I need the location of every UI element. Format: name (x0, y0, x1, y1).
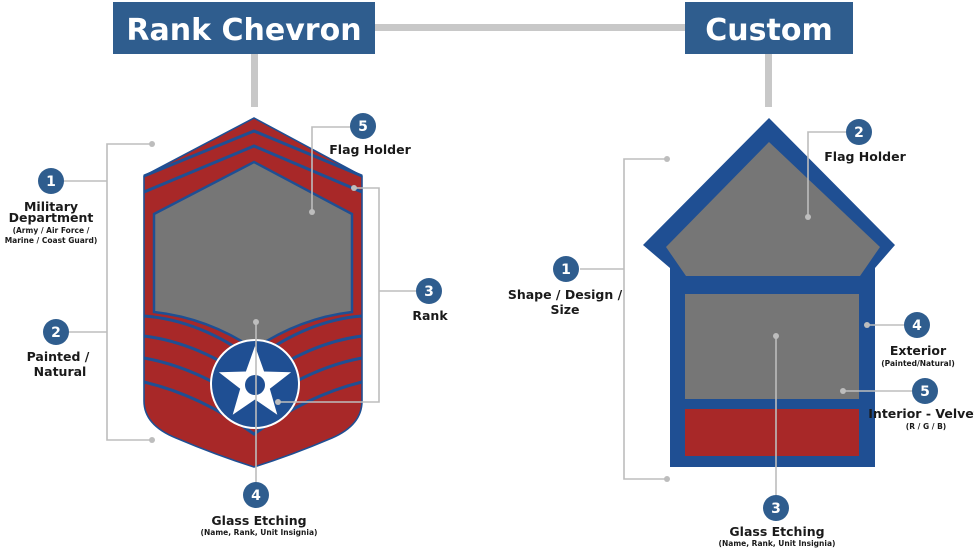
label-r4-sub1: (Painted/Natural) (881, 359, 955, 368)
label-l1-line2: Department (9, 210, 94, 225)
label-r1-line1: Shape / Design / (508, 287, 623, 302)
label-l2-line1: Painted / (27, 349, 90, 364)
label-l3-line1: Rank (412, 308, 448, 323)
badge-r4 (904, 312, 930, 338)
label-r3-sub1: (Name, Rank, Unit Insignia) (719, 539, 836, 548)
label-l4-line1: Glass Etching (211, 513, 306, 528)
badge-l1 (38, 168, 64, 194)
rank-chevron-case (143, 117, 363, 468)
right-title-stem (765, 52, 772, 107)
leader-dot (149, 141, 155, 147)
badge-l4-num: 4 (251, 488, 261, 504)
right-label-2: 2 Flag Holder (824, 119, 907, 164)
left-label-5: 5 Flag Holder (329, 113, 412, 157)
chevron-upper-stripe-1 (143, 129, 363, 178)
leader-dot (275, 399, 281, 405)
leader-dot (309, 209, 315, 215)
badge-r5 (912, 378, 938, 404)
leader-bracket-right (623, 158, 667, 480)
right-label-4: 4 Exterior (Painted/Natural) (881, 312, 955, 368)
leader-dot (253, 319, 259, 325)
left-leaders (63, 126, 416, 482)
badge-r2-num: 2 (854, 125, 864, 141)
leader-dot (864, 322, 870, 328)
label-r3-line1: Glass Etching (729, 524, 824, 539)
right-label-3: 3 Glass Etching (Name, Rank, Unit Insign… (719, 495, 836, 548)
right-label-5: 5 Interior - Velvet (R / G / B) (868, 378, 974, 431)
right-label-1: 1 Shape / Design / Size (508, 256, 623, 317)
left-label-3: 3 Rank (412, 278, 448, 323)
leader-dot (664, 476, 670, 482)
leader-dot (773, 333, 779, 339)
title-right-text: Custom (705, 13, 832, 48)
label-l1-sub2: Marine / Coast Guard) (5, 236, 98, 245)
badge-r5-num: 5 (920, 384, 930, 400)
label-r2-line1: Flag Holder (824, 149, 906, 164)
label-l1-sub1: (Army / Air Force / (13, 226, 90, 235)
left-label-1: 1 Military Department (Army / Air Force … (5, 168, 98, 245)
badge-l3 (416, 278, 442, 304)
leader-line-r2 (807, 131, 846, 217)
badge-r3-num: 3 (771, 501, 781, 517)
custom-flag-holder-panel (666, 142, 880, 276)
leader-dot (149, 437, 155, 443)
label-r1-line2: Size (550, 302, 579, 317)
left-label-4: 4 Glass Etching (Name, Rank, Unit Insign… (201, 482, 318, 537)
left-label-2: 2 Painted / Natural (27, 319, 90, 379)
title-custom: Custom (685, 2, 853, 54)
leader-line-l5 (311, 126, 350, 212)
label-r5-sub1: (R / G / B) (906, 422, 946, 431)
custom-glass-panel (685, 294, 859, 399)
label-l5-line1: Flag Holder (329, 142, 411, 157)
title-box-right (685, 2, 853, 54)
label-r4-line1: Exterior (890, 343, 947, 358)
star-emblem (210, 339, 300, 429)
custom-velvet-strip (685, 409, 859, 456)
badge-l2-num: 2 (51, 325, 61, 341)
badge-l5 (350, 113, 376, 139)
right-leaders (580, 131, 912, 495)
chevron-upper-stripe-2 (143, 144, 363, 194)
badge-l1-num: 1 (46, 174, 56, 190)
star-center-disc (245, 375, 265, 395)
badge-l2 (43, 319, 69, 345)
label-l1-line1: Military (24, 199, 78, 214)
title-left-text: Rank Chevron (126, 13, 361, 48)
badge-l5-num: 5 (358, 119, 368, 135)
leader-bracket-left (106, 143, 152, 441)
leader-bracket-l3 (278, 187, 380, 403)
title-rank-chevron: Rank Chevron (113, 2, 375, 54)
badge-r4-num: 4 (912, 318, 922, 334)
badge-r1-num: 1 (561, 262, 571, 278)
leader-dot (840, 388, 846, 394)
badge-l4 (243, 482, 269, 508)
left-title-stem (251, 52, 258, 107)
title-box-left (113, 2, 375, 54)
leader-dot (664, 156, 670, 162)
badge-l3-num: 3 (424, 284, 434, 300)
label-l2-line2: Natural (34, 364, 87, 379)
title-connector (375, 24, 687, 31)
custom-case (643, 118, 895, 467)
label-r5-line1: Interior - Velvet (868, 406, 974, 421)
badge-r3 (763, 495, 789, 521)
rocker-stripe-4 (143, 380, 363, 436)
badge-r2 (846, 119, 872, 145)
badge-r1 (553, 256, 579, 282)
leader-dot (805, 214, 811, 220)
label-l4-sub1: (Name, Rank, Unit Insignia) (201, 528, 318, 537)
leader-dot (351, 185, 357, 191)
